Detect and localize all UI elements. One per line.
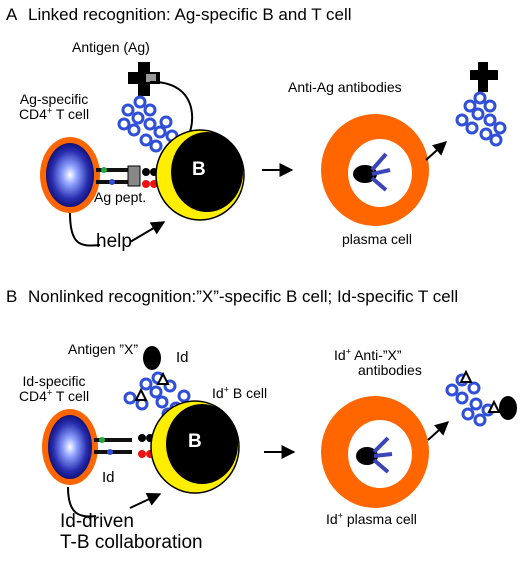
b-cell-a [155, 129, 245, 221]
antigen-x-label: Antigen ”X” [68, 341, 139, 357]
panel-a [40, 62, 507, 247]
secretion-arrow-a [425, 141, 448, 161]
ag-pept-label: Ag pept. [94, 189, 147, 205]
secretion-arrow-b [427, 421, 450, 441]
panel-a-letter: A [6, 5, 18, 24]
free-antibody-icon [455, 91, 507, 147]
idiotype-triangle-icon-2 [134, 387, 148, 401]
plasma-cell-b [321, 396, 429, 508]
free-idiotype-triangle-icon [459, 369, 473, 383]
idiotype-triangle-icon [156, 371, 170, 385]
b-cell-b [150, 400, 240, 494]
panel-b [42, 346, 517, 518]
help-label: help [96, 231, 132, 252]
plasma-cell-label-b: Id+ plasma cell [326, 510, 417, 527]
b-cell-letter-a: B [192, 159, 206, 180]
tcr-mhc-complex-b [94, 434, 154, 458]
plasma-cell-a [321, 114, 429, 226]
id-top-label: Id [176, 349, 189, 366]
panel-a-title: Linked recognition: Ag-specific B and T … [28, 5, 352, 24]
t-cell-b [42, 409, 98, 485]
t-cell-label-a: Ag-specific CD4+ T cell [18, 91, 90, 123]
panel-b-letter: B [6, 287, 18, 306]
b-cell-label-b: Id+ B cell [212, 384, 268, 401]
collab-arrow [67, 486, 97, 518]
id-bottom-label: Id [102, 469, 115, 486]
free-antigen-cross-icon [470, 62, 498, 92]
tcr-mhc-complex-a [96, 165, 158, 188]
antigen-label-a: Antigen (Ag) [72, 39, 150, 55]
collab-label: Id-driven T-B collaboration [60, 511, 203, 553]
t-cell-label-b: Id-specific CD4+ T cell [18, 373, 90, 405]
free-idiotype-triangle-icon-2 [487, 399, 501, 413]
b-cell-letter-b: B [188, 431, 202, 452]
collab-arrow-head [129, 492, 162, 509]
free-antigen-x-icon [499, 396, 517, 420]
antibodies-label-b: Id+ Anti-”X” antibodies [334, 346, 422, 379]
panel-b-title: Nonlinked recognition:”X”-specific B cel… [28, 287, 459, 306]
help-arrow-head [129, 221, 166, 243]
antibody-icon [117, 95, 179, 153]
antigen-x-icon [143, 346, 161, 370]
t-cell-a [40, 137, 100, 213]
antibodies-label-a: Anti-Ag antibodies [288, 79, 402, 95]
help-arrow [69, 212, 101, 247]
plasma-cell-label-a: plasma cell [342, 231, 413, 247]
antigen-cross-icon [128, 62, 160, 96]
